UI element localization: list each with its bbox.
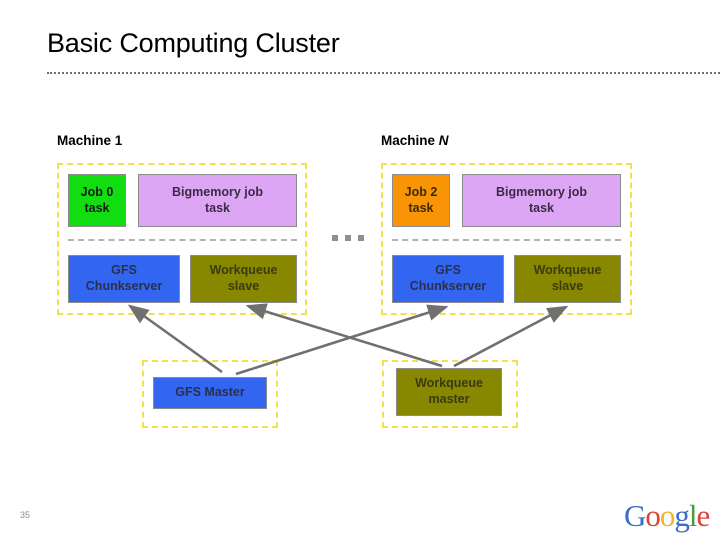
google-logo-letter-2: o — [645, 498, 660, 533]
machine-n-label: Machine N — [381, 133, 449, 148]
ellipsis-dot-2 — [345, 235, 351, 241]
workqueue-master-container — [382, 360, 518, 428]
ellipsis-dot-1 — [332, 235, 338, 241]
machines-ellipsis — [332, 235, 364, 241]
google-logo: Google — [624, 498, 711, 534]
page-number: 35 — [20, 510, 31, 520]
arrow-workqueue-master-to-machine-1 — [245, 303, 443, 368]
gfs-master-box[interactable]: GFS Master — [153, 377, 267, 409]
machine-1-label: Machine 1 — [57, 133, 123, 148]
google-logo-letter-3: o — [659, 498, 675, 533]
arrow-workqueue-master-to-machine-n — [453, 305, 569, 368]
machine-n-inner-divider — [392, 239, 621, 241]
google-logo-letter-1: G — [624, 498, 646, 533]
title-divider — [47, 72, 720, 74]
google-logo-letter-4: g — [674, 498, 689, 533]
ellipsis-dot-3 — [358, 235, 364, 241]
google-logo-letter-5: l — [688, 498, 698, 533]
page-title: Basic Computing Cluster — [47, 28, 340, 58]
machine-1-inner-divider — [68, 239, 297, 241]
google-logo-letter-6: e — [696, 498, 711, 533]
